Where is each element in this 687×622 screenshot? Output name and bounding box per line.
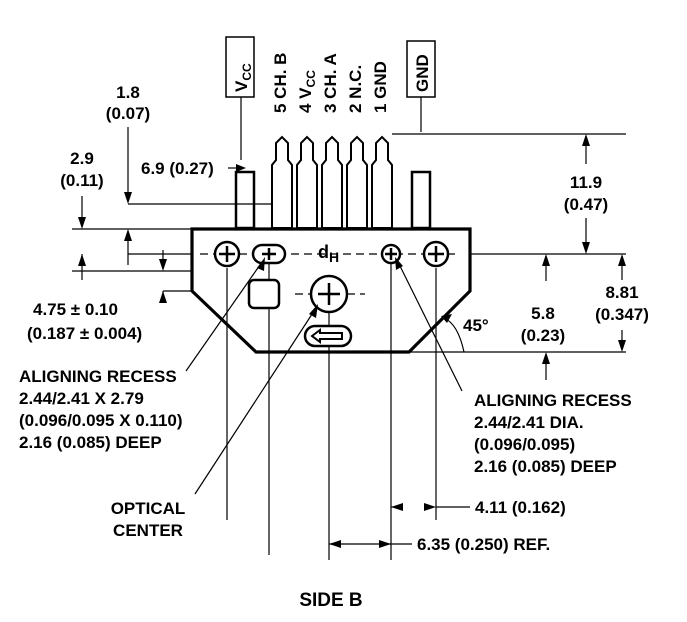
dim-11-9-mm: 11.9 (570, 173, 602, 192)
mounting-post-left (234, 170, 256, 230)
dim-1-8-in: (0.07) (106, 104, 150, 123)
right-mount-hole (422, 240, 450, 268)
dim-8-81-in: (0.347) (595, 305, 649, 324)
dim-6-9: 6.9 (0.27) (141, 159, 214, 178)
direction-arrow-slot (303, 324, 353, 348)
svg-text:2.16 (0.085) DEEP: 2.16 (0.085) DEEP (19, 433, 162, 452)
dim-6-35: 6.35 (0.250) REF. (417, 535, 550, 554)
dim-5-8-mm: 5.8 (531, 304, 555, 323)
svg-text:2.16 (0.085) DEEP: 2.16 (0.085) DEEP (474, 457, 617, 476)
svg-text:CENTER: CENTER (113, 521, 183, 540)
right-recess-note: ALIGNING RECESS 2.44/2.41 DIA. (0.096/0.… (474, 391, 632, 476)
svg-text:VCC: VCC (232, 63, 254, 92)
optical-center-note: OPTICAL CENTER (111, 499, 186, 540)
pin-label-1: 1 GND (371, 61, 390, 113)
svg-text:OPTICAL: OPTICAL (111, 499, 186, 518)
left-recess-note: ALIGNING RECESS 2.44/2.41 X 2.79 (0.096/… (19, 367, 183, 452)
dim-2-9-in: (0.11) (60, 171, 103, 190)
pin-label-2: 2 N.C. (346, 65, 365, 113)
dim-4-75-in: (0.187 ± 0.004) (27, 324, 142, 343)
optical-center-mark (309, 274, 349, 314)
svg-text:2.44/2.41 DIA.: 2.44/2.41 DIA. (474, 413, 584, 432)
svg-text:ALIGNING RECESS: ALIGNING RECESS (474, 391, 632, 410)
dim-1-8-mm: 1.8 (116, 83, 140, 102)
dh-label: dH (318, 242, 339, 265)
vcc-pin-box: VCC (225, 36, 255, 98)
svg-text:2.44/2.41 X 2.79: 2.44/2.41 X 2.79 (19, 389, 144, 408)
pin-label-5: 5 CH. B (271, 53, 290, 113)
vcc-box-sub: CC (240, 63, 254, 81)
left-mount-hole (213, 240, 241, 268)
svg-text:(0.096/0.095): (0.096/0.095) (474, 435, 575, 454)
dim-angle: 45° (463, 316, 489, 335)
gnd-pin-box: GND (406, 40, 436, 98)
pin-label-4: 4 VCC (296, 70, 318, 113)
mounting-post-right (410, 170, 432, 230)
dim-11-9-in: (0.47) (564, 195, 608, 214)
gnd-box-label: GND (413, 54, 432, 92)
signal-pins (271, 135, 393, 229)
square-feature (247, 278, 281, 310)
aligning-recess-slot (251, 243, 287, 265)
dim-4-75-mm: 4.75 ± 0.10 (33, 300, 118, 319)
svg-text:ALIGNING RECESS: ALIGNING RECESS (19, 367, 177, 386)
pin-label-3: 3 CH. A (321, 53, 340, 113)
dim-2-9-mm: 2.9 (70, 149, 94, 168)
svg-text:(0.096/0.095 X 0.110): (0.096/0.095 X 0.110) (19, 411, 183, 430)
dim-8-81-mm: 8.81 (605, 283, 638, 302)
dim-4-11: 4.11 (0.162) (475, 498, 566, 517)
diagram-title: SIDE B (299, 590, 362, 611)
dim-5-8-in: (0.23) (521, 326, 565, 345)
vcc-box-main: V (232, 80, 251, 92)
